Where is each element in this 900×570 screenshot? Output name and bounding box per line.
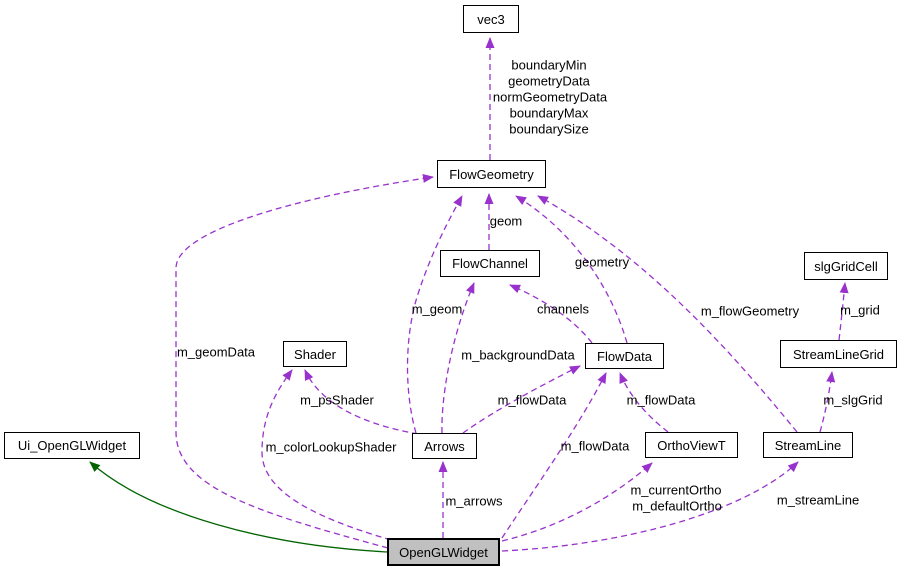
edge-label-boundarymax: boundaryMax: [509, 105, 589, 121]
edge-flowdata-to-flowgeometry: [515, 195, 628, 344]
edge-arrows-to-flowdata: [462, 365, 581, 434]
edge-label-m-colorlookupshader: m_colorLookupShader: [265, 439, 397, 455]
edge-label-geometry: geometry: [574, 254, 630, 270]
edge-openglwidget-to-ui-openglwidget: [89, 461, 389, 553]
edge-label-m-flowdata-arrows: m_flowData: [497, 392, 567, 408]
edge-openglwidget-to-flowgeometry: [175, 174, 434, 549]
edge-label-m-arrows: m_arrows: [445, 493, 503, 509]
edge-label-geom: geom: [489, 213, 523, 229]
edge-arrows-to-flowgeometry: [406, 195, 463, 434]
edge-label-m-flowgeometry: m_flowGeometry: [700, 303, 800, 319]
edge-arrows-to-flowchannel: [441, 282, 475, 434]
edge-streamlinegrid-to-slggridcell: [838, 282, 849, 341]
node-streamlinegrid[interactable]: StreamLineGrid: [780, 340, 897, 368]
edge-label-m-flowdata-oglw: m_flowData: [560, 438, 630, 454]
node-arrows[interactable]: Arrows: [412, 433, 477, 459]
node-orthoviewt[interactable]: OrthoViewT: [645, 432, 738, 458]
edge-label-m-streamline: m_streamLine: [776, 492, 860, 508]
edge-label-geometrydata: geometryData: [508, 73, 590, 89]
edge-label-m-grid: m_grid: [840, 302, 880, 318]
edge-label-m-slggrid: m_slgGrid: [823, 392, 883, 408]
edge-label-boundarymin: boundaryMin: [511, 57, 587, 73]
node-flowgeometry[interactable]: FlowGeometry: [437, 160, 546, 188]
node-ui-openglwidget[interactable]: Ui_OpenGLWidget: [4, 432, 140, 459]
edge-label-m-currentortho: m_currentOrtho: [630, 482, 722, 498]
node-vec3[interactable]: vec3: [463, 5, 519, 33]
edge-openglwidget-to-orthoviewt: [501, 462, 653, 542]
edge-openglwidget-to-streamline: [501, 461, 799, 552]
node-openglwidget[interactable]: OpenGLWidget: [387, 538, 500, 566]
edge-arrows-to-shader: [304, 369, 419, 435]
edge-label-m-backgrounddata: m_backgroundData: [461, 347, 575, 363]
edge-label-m-flowdata-ortho: m_flowData: [626, 392, 696, 408]
edge-label-channels: channels: [536, 301, 590, 317]
node-shader[interactable]: Shader: [283, 341, 347, 367]
edge-label-normgeometrydata: normGeometryData: [492, 89, 608, 105]
edge-streamline-to-flowgeometry: [537, 195, 798, 433]
edge-label-m-defaultortho: m_defaultOrtho: [632, 498, 722, 514]
edge-openglwidget-to-shader: [261, 369, 392, 541]
node-flowchannel[interactable]: FlowChannel: [440, 250, 540, 277]
node-flowdata[interactable]: FlowData: [585, 343, 664, 369]
edge-label-m-geomdata: m_geomData: [176, 344, 256, 360]
node-slggridcell[interactable]: slgGridCell: [804, 252, 888, 280]
node-streamline[interactable]: StreamLine: [763, 432, 853, 458]
edge-label-m-geom: m_geom: [411, 301, 463, 317]
edge-streamline-to-streamlinegrid: [819, 371, 836, 433]
edge-label-m-psshader: m_psShader: [300, 392, 374, 408]
edge-label-boundarysize: boundarySize: [509, 121, 589, 137]
edge-openglwidget-to-flowdata: [501, 372, 607, 539]
edge-flowdata-to-flowchannel: [509, 284, 593, 344]
